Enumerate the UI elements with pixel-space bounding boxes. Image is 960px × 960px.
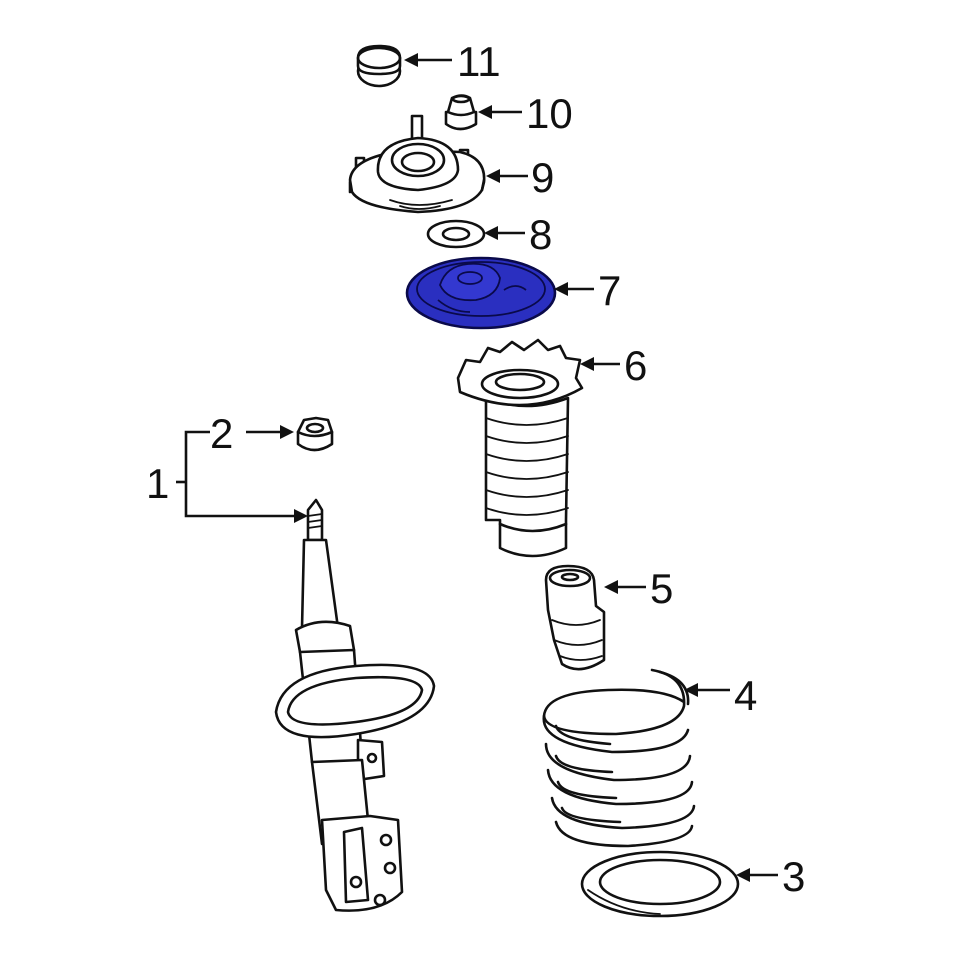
callout-4-label: 4	[734, 672, 757, 719]
part-6-dust-boot[interactable]	[456, 338, 584, 558]
part-10-nut[interactable]	[444, 94, 478, 131]
callout-8-label: 8	[529, 211, 552, 258]
callout-9-label: 9	[531, 154, 554, 201]
part-5-bump-stop[interactable]	[544, 564, 606, 671]
part-8-washer[interactable]	[426, 219, 486, 249]
callout-6-label: 6	[624, 342, 647, 389]
callout-2: 2	[210, 410, 294, 457]
callout-9: 9	[486, 154, 554, 201]
part-4-coil-spring[interactable]	[542, 668, 696, 848]
callout-1: 1	[146, 430, 308, 523]
part-2-nut[interactable]	[296, 416, 334, 452]
part-7-upper-spring-seat[interactable]	[405, 256, 557, 330]
callout-1-label: 1	[146, 460, 169, 507]
callout-5: 5	[604, 565, 673, 612]
callout-8: 8	[484, 211, 552, 258]
part-3-lower-insulator[interactable]	[580, 850, 740, 918]
part-1-strut-assembly[interactable]	[274, 498, 436, 912]
callout-10-label: 10	[526, 90, 573, 137]
callout-2-label: 2	[210, 410, 233, 457]
callout-10: 10	[478, 90, 573, 137]
callout-11: 11	[404, 38, 501, 85]
callout-6: 6	[580, 342, 647, 389]
callout-3-label: 3	[782, 853, 805, 900]
callout-7: 7	[554, 267, 621, 314]
callout-3: 3	[736, 853, 805, 900]
callout-7-label: 7	[598, 267, 621, 314]
callout-5-label: 5	[650, 565, 673, 612]
callout-4: 4	[684, 672, 757, 719]
part-11-bumper-cap[interactable]	[356, 44, 402, 88]
part-9-strut-mount[interactable]	[348, 114, 486, 214]
callout-11-label: 11	[457, 38, 501, 85]
